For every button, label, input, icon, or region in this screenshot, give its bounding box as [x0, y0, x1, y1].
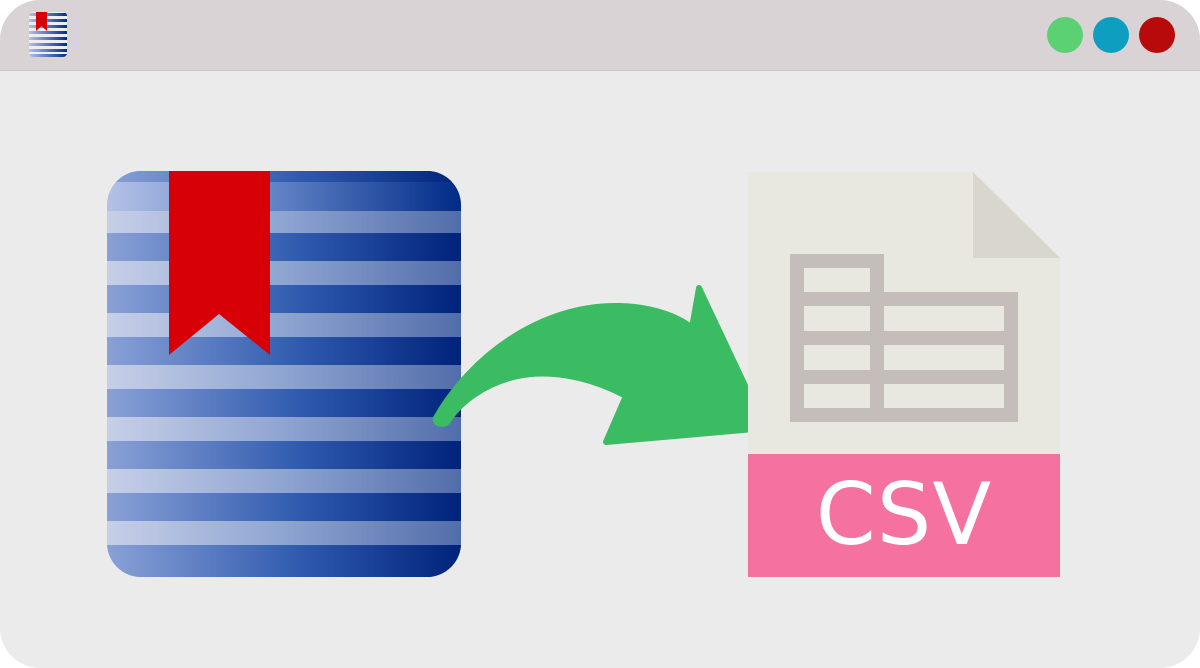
bookmark-book-icon [29, 12, 67, 57]
maximize-button[interactable] [1047, 17, 1083, 53]
close-button[interactable] [1139, 17, 1175, 53]
csv-format-label: CSV [815, 465, 993, 565]
csv-spreadsheet-file-icon [748, 172, 1060, 577]
bookmark-book-icon [107, 171, 461, 577]
title-bar [0, 0, 1200, 71]
curved-arrow-right-icon [432, 285, 768, 445]
minimize-button[interactable] [1093, 17, 1129, 53]
